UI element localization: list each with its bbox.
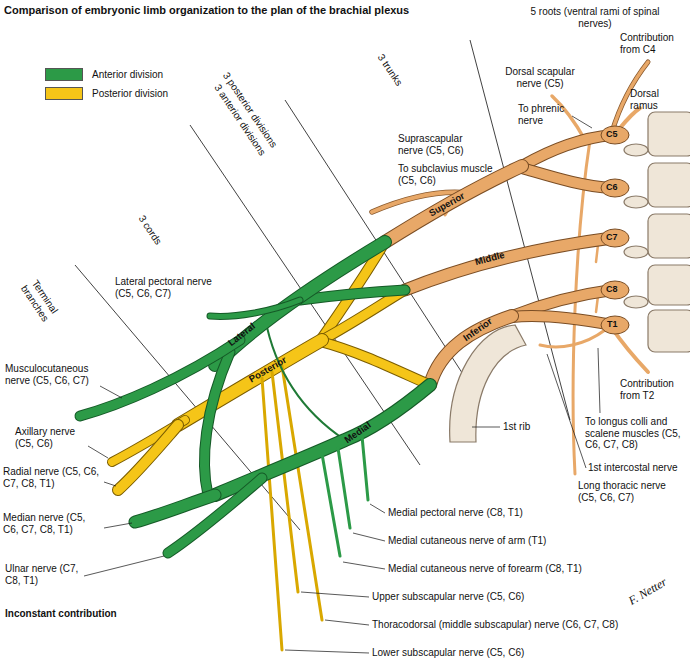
nerve-label: Radial nerve (C5, C6, C7, C8, T1) — [3, 466, 103, 489]
bone-label: 1st rib — [503, 421, 530, 433]
legend-item: Posterior division — [45, 87, 168, 100]
root-label: C7 — [606, 232, 618, 242]
nerve-label: Median nerve (C5, C6, C7, C8, T1) — [3, 512, 103, 535]
nerve-label: Lower subscapular nerve (C5, C6) — [372, 647, 524, 659]
nerve-label: Suprascapular nerve (C5, C6) — [398, 133, 483, 156]
nerve-label: Ulnar nerve (C7, C8, T1) — [5, 563, 83, 586]
nerve-label: Lateral pectoral nerve (C5, C6, C7) — [115, 276, 220, 299]
root-label: C8 — [606, 284, 618, 294]
figure-title: Comparison of embryonic limb organizatio… — [4, 4, 409, 17]
nerve-label: Axillary nerve (C5, C6) — [15, 426, 87, 449]
section-heading: 5 roots (ventral rami of spinal nerves) — [520, 6, 670, 29]
section-heading: 3 trunks — [375, 52, 404, 88]
legend-swatch — [45, 87, 83, 100]
nerve-label: Medial pectoral nerve (C8, T1) — [388, 507, 523, 519]
nerve-label: To subclavius muscle (C5, C6) — [398, 163, 494, 186]
legend-item: Anterior division — [45, 68, 163, 81]
signature: F. Netter — [626, 576, 669, 609]
root-label: C5 — [606, 129, 618, 139]
nerve-label: To longus colli and scalene muscles (C5,… — [585, 416, 685, 451]
nerve-label: Contribution from C4 — [620, 32, 686, 55]
nerve-label: Contribution from T2 — [620, 378, 684, 401]
section-heading: 3 cords — [136, 213, 164, 247]
root-label: T1 — [607, 319, 618, 329]
nerve-label: 1st intercostal nerve — [588, 462, 686, 474]
legend-note: Inconstant contribution — [5, 608, 117, 620]
nerve-label: Dorsal ramus — [630, 88, 685, 111]
nerve-label: Long thoracic nerve (C5, C6, C7) — [578, 480, 686, 503]
root-label: C6 — [606, 182, 618, 192]
nerve-label: Medial cutaneous nerve of arm (T1) — [388, 535, 546, 547]
nerve-label: Medial cutaneous nerve of forearm (C8, T… — [388, 563, 582, 575]
nerve-label: To phrenic nerve — [518, 103, 570, 126]
nerve-label: Dorsal scapular nerve (C5) — [500, 66, 580, 89]
nerve-label: Musculocutaneous nerve (C5, C6, C7) — [5, 363, 105, 386]
legend-text: Posterior division — [92, 88, 168, 99]
nerve-label: Upper subscapular nerve (C5, C6) — [372, 591, 524, 603]
legend-swatch — [45, 68, 83, 81]
legend-text: Anterior division — [92, 69, 163, 80]
nerve-label: Thoracodorsal (middle subscapular) nerve… — [372, 619, 618, 631]
section-heading: Terminal branches — [15, 271, 65, 329]
